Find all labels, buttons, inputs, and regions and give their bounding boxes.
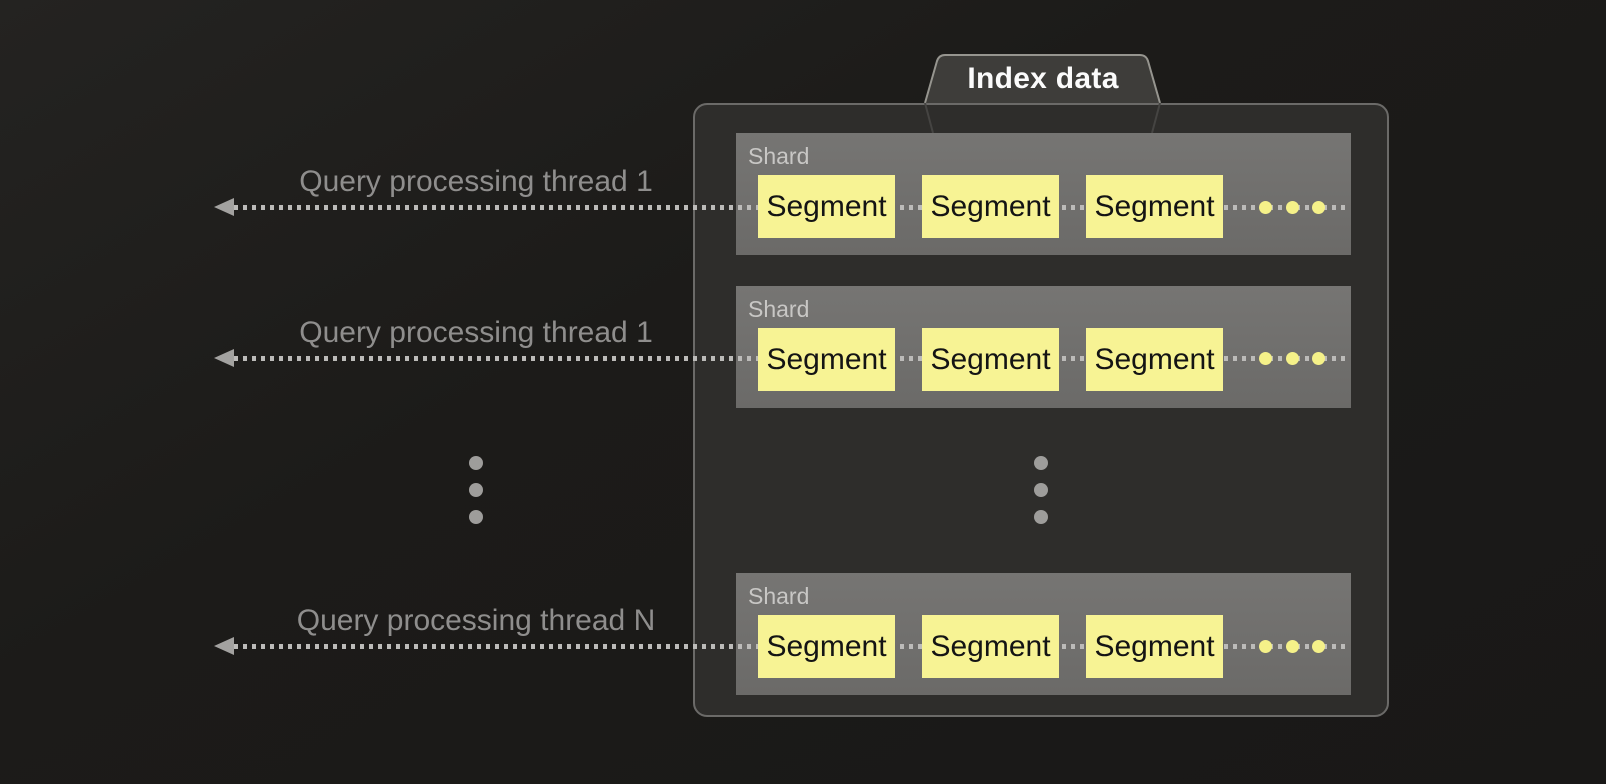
more-segments-dot (1259, 352, 1272, 365)
more-segments-dot (1286, 640, 1299, 653)
arrow-head-icon (214, 198, 234, 216)
shard-label: Shard (748, 143, 810, 169)
index-data-tab-shape (924, 54, 1161, 134)
more-shards-ellipsis-dot (1034, 483, 1048, 497)
more-segments-dot (1259, 640, 1272, 653)
segment-box: Segment (922, 175, 1059, 238)
arrow-head-icon (214, 349, 234, 367)
segment-box: Segment (1086, 615, 1223, 678)
segment-box: Segment (758, 328, 895, 391)
more-shards-ellipsis-dot (1034, 456, 1048, 470)
panel-title: Index data (967, 62, 1119, 95)
more-shards-ellipsis-dot (1034, 510, 1048, 524)
more-segments-dot (1312, 201, 1325, 214)
more-segments-dot (1259, 201, 1272, 214)
segment-box: Segment (922, 328, 1059, 391)
more-segments-dot (1312, 352, 1325, 365)
segment-box: Segment (1086, 175, 1223, 238)
shard-label: Shard (748, 583, 810, 609)
segment-box: Segment (922, 615, 1059, 678)
more-segments-dot (1312, 640, 1325, 653)
shard-label: Shard (748, 296, 810, 322)
more-threads-ellipsis-dot (469, 483, 483, 497)
thread-label-3: Query processing thread N (296, 604, 656, 637)
more-threads-ellipsis-dot (469, 510, 483, 524)
segment-box: Segment (758, 615, 895, 678)
thread-label-2: Query processing thread 1 (299, 316, 653, 349)
more-segments-dot (1286, 201, 1299, 214)
arrow-head-icon (214, 637, 234, 655)
thread-label-1: Query processing thread 1 (299, 165, 653, 198)
more-threads-ellipsis-dot (469, 456, 483, 470)
more-segments-dot (1286, 352, 1299, 365)
segment-box: Segment (758, 175, 895, 238)
segment-box: Segment (1086, 328, 1223, 391)
